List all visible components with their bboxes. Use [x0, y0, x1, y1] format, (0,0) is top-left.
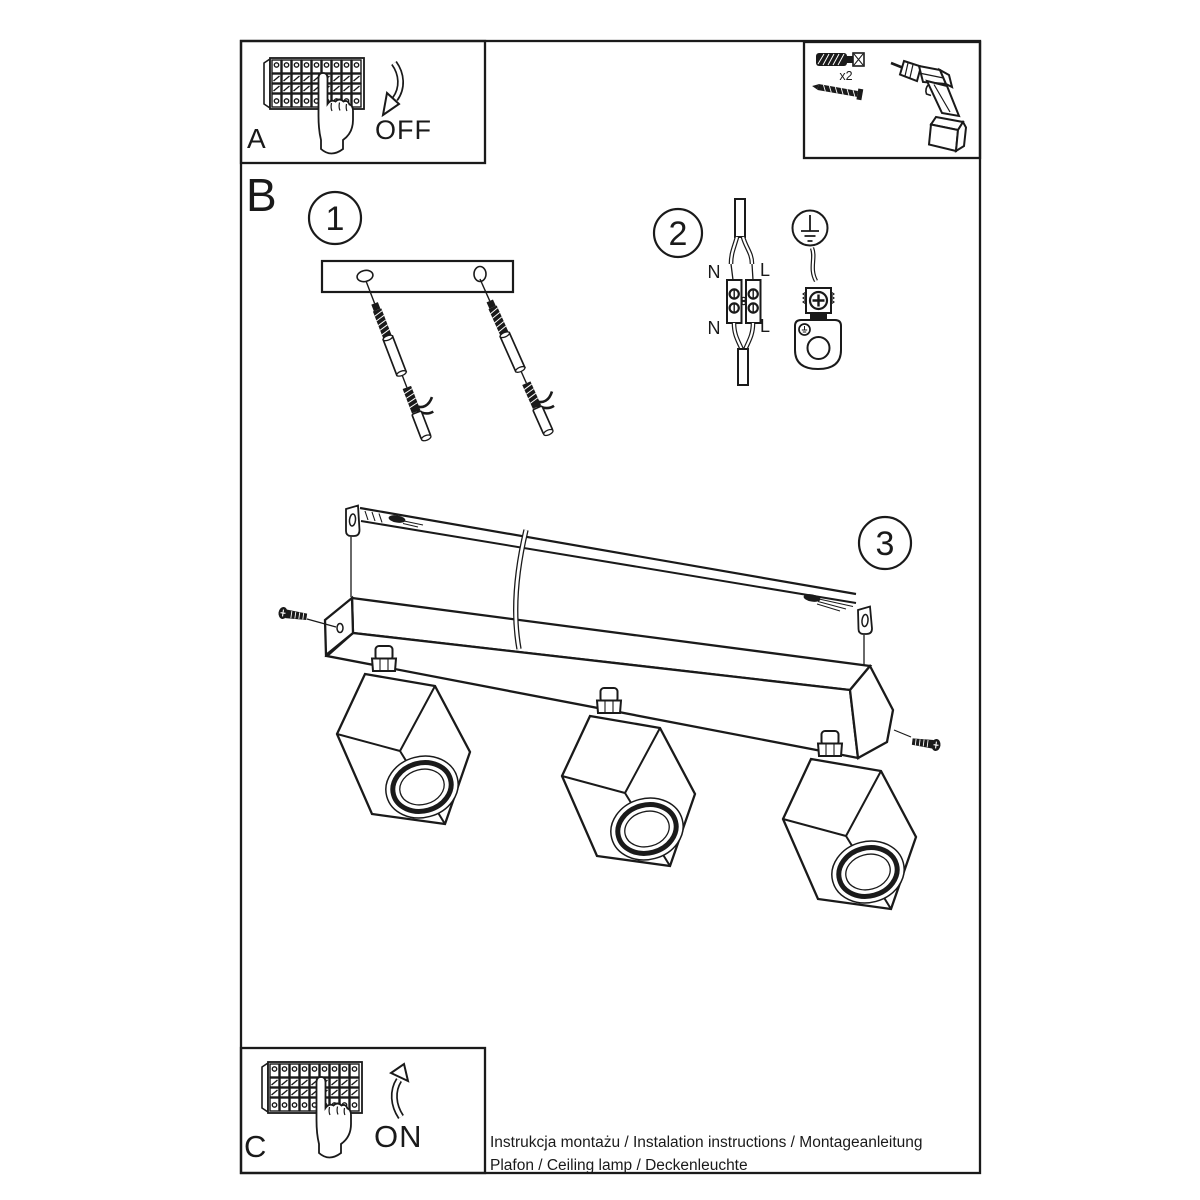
tools-box-frame	[802, 40, 982, 160]
tools-box: x2	[812, 52, 968, 153]
fixing-bolt-right-icon	[910, 735, 942, 753]
screw-icon	[812, 84, 864, 101]
section-b-label: B	[246, 169, 277, 221]
box-a-frame	[239, 39, 487, 165]
arrow-down-icon	[381, 60, 404, 118]
lamp-cable-icon	[731, 322, 756, 386]
rail-screw-hole-left	[388, 515, 406, 523]
page-frames	[239, 39, 982, 1175]
footer: Instrukcja montażu / Instalation instruc…	[490, 1134, 923, 1174]
swivel-joint-icon	[817, 730, 843, 757]
spotlight-cube-2	[562, 716, 695, 868]
earth-symbol-icon	[791, 209, 829, 247]
wire-label-n-bottom: N	[708, 318, 721, 338]
step-3-badge: 3	[857, 515, 913, 571]
step-2-number: 2	[669, 215, 688, 253]
footer-line-1: Instrukcja montażu / Instalation instruc…	[490, 1134, 923, 1151]
circuit-breaker-panel-icon	[262, 1062, 362, 1158]
wire-label-n-top: N	[708, 262, 721, 282]
anchor-screw-assembly-icon	[474, 269, 569, 439]
wire-label-l-top: L	[760, 260, 770, 280]
box-c-letter: C	[244, 1129, 266, 1164]
wire-label-l-bottom: L	[760, 316, 770, 336]
footer-line-2: Plafon / Ceiling lamp / Deckenleuchte	[490, 1157, 748, 1174]
terminal-block-icon	[726, 279, 762, 324]
plate-hole-right	[473, 265, 487, 283]
box-c-frame	[239, 1046, 487, 1175]
step-1-mounting: 1	[307, 190, 569, 444]
drill-icon	[890, 59, 968, 153]
spotlight-cube-3	[783, 759, 916, 911]
box-c-action-label: ON	[374, 1119, 423, 1154]
circuit-breaker-panel-icon	[264, 58, 364, 154]
main-frame	[239, 39, 982, 1175]
step-a-power-off: A OFF	[247, 58, 432, 154]
rail-screw-hole-right	[803, 594, 821, 602]
swivel-joint-icon	[371, 645, 397, 672]
fixing-bolt-left-icon	[277, 605, 309, 623]
step-3-assembly: 3	[277, 504, 942, 911]
ground-clamp-icon	[794, 287, 842, 371]
earth-wire-icon	[809, 247, 819, 283]
step-2-wiring: 2 N L N L	[652, 198, 842, 386]
bolt-guide-line-left	[306, 618, 337, 628]
swivel-joint-icon	[596, 687, 622, 714]
mains-cable-icon	[728, 198, 755, 281]
box-a-letter: A	[247, 123, 266, 154]
step-2-badge: 2	[652, 207, 704, 259]
anchor-screw-assembly-icon	[360, 272, 448, 444]
bar-screw-hole	[336, 622, 344, 634]
step-1-number: 1	[326, 200, 345, 238]
wall-plug-icon	[816, 52, 865, 67]
plug-quantity-label: x2	[839, 69, 852, 83]
bolt-guide-line-right	[893, 729, 912, 738]
spotlight-cube-1	[337, 674, 470, 826]
step-1-badge: 1	[307, 190, 363, 246]
box-a-action-label: OFF	[375, 115, 432, 145]
step-3-number: 3	[876, 525, 895, 563]
arrow-up-icon	[389, 1062, 410, 1119]
step-c-power-on: C ON	[244, 1062, 423, 1164]
lamp-bar-body	[323, 595, 895, 760]
hanging-cable-icon	[513, 529, 529, 650]
